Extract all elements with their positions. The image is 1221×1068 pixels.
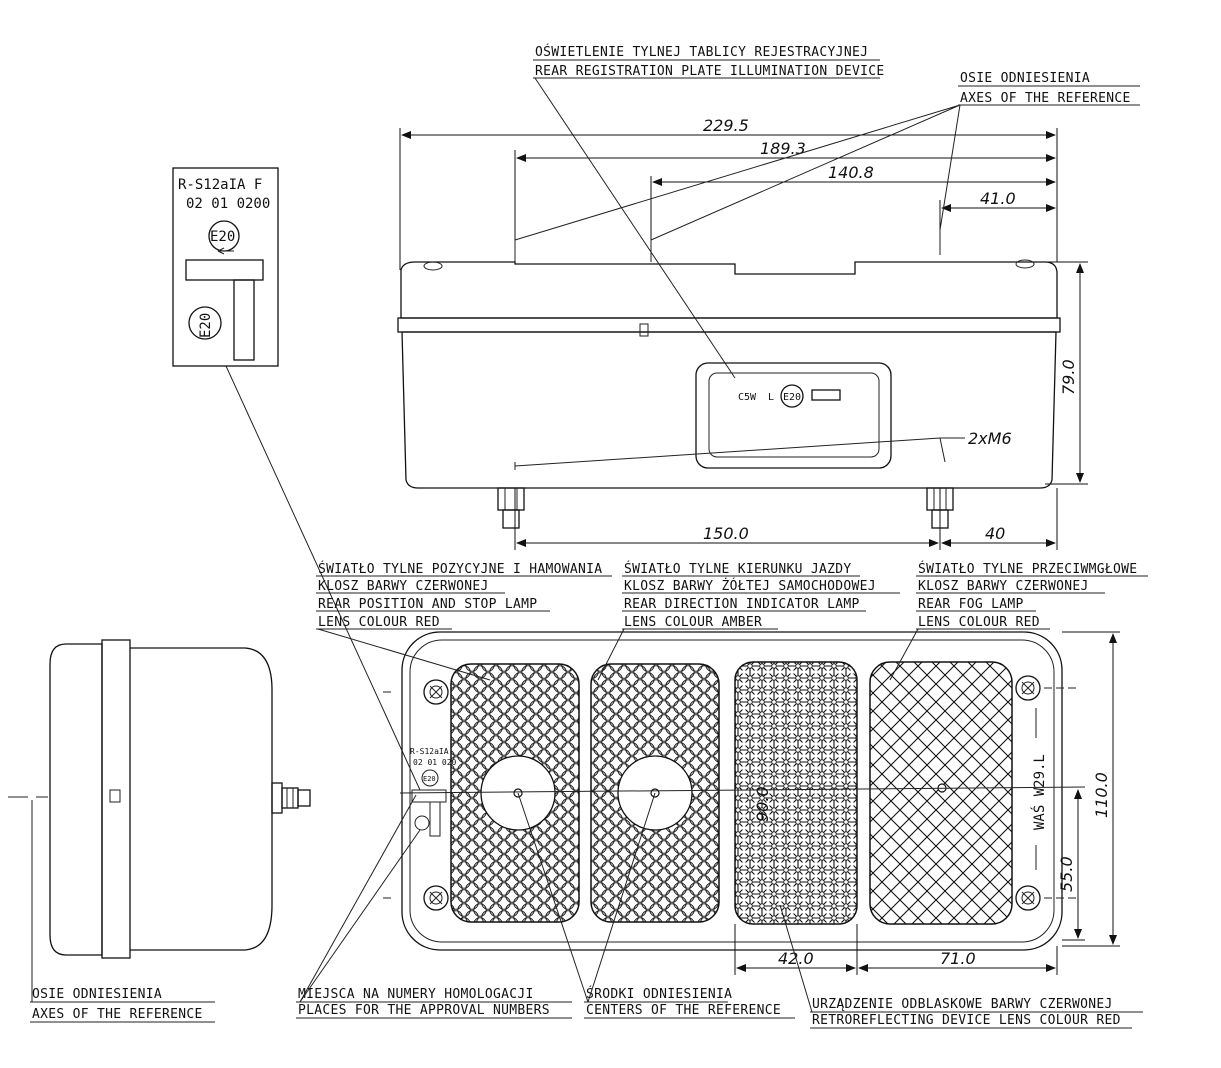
svg-text:REAR POSITION AND STOP LAMP: REAR POSITION AND STOP LAMP <box>318 597 537 612</box>
dim-90: 90.0 <box>753 786 772 822</box>
svg-text:ŚWIATŁO TYLNE POZYCYJNE I HAMO: ŚWIATŁO TYLNE POZYCYJNE I HAMOWANIA <box>318 561 602 577</box>
svg-text:R-S12aIA: R-S12aIA <box>410 747 449 756</box>
svg-text:R-S12aIA F: R-S12aIA F <box>178 177 262 193</box>
e-mark-box: E20 <box>210 229 235 245</box>
label-fog-lamp: ŚWIATŁO TYLNE PRZECIWMGŁOWE KLOSZ BARWY … <box>889 561 1148 681</box>
svg-text:KLOSZ BARWY ŻÓŁTEJ SAMOCHODOWE: KLOSZ BARWY ŻÓŁTEJ SAMOCHODOWEJ <box>624 578 876 594</box>
svg-text:OSIE ODNIESIENIA: OSIE ODNIESIENIA <box>960 71 1090 86</box>
svg-text:RETROREFLECTING DEVICE LENS CO: RETROREFLECTING DEVICE LENS COLOUR RED <box>812 1013 1121 1028</box>
svg-text:LENS COLOUR AMBER: LENS COLOUR AMBER <box>624 615 762 630</box>
dim-110: 110.0 <box>1092 772 1111 818</box>
e-mark-box-rot: E20 <box>198 313 214 338</box>
label-direction-indicator: ŚWIATŁO TYLNE KIERUNKU JAZDY KLOSZ BARWY… <box>597 561 900 681</box>
svg-text:02 01 020: 02 01 020 <box>413 758 457 767</box>
svg-text:AXES OF THE REFERENCE: AXES OF THE REFERENCE <box>960 91 1131 106</box>
svg-text:KLOSZ BARWY CZERWONEJ: KLOSZ BARWY CZERWONEJ <box>318 579 489 594</box>
screw-hole-tl <box>423 679 449 705</box>
svg-text:E20: E20 <box>423 775 436 783</box>
dim-229: 229.5 <box>703 116 749 135</box>
dim-71: 71.0 <box>940 949 976 968</box>
svg-text:ŚRODKI ODNIESIENIA: ŚRODKI ODNIESIENIA <box>586 986 732 1002</box>
model-mark: WAŚ W29.L <box>1030 754 1048 830</box>
label-position-stop: ŚWIATŁO TYLNE POZYCYJNE I HAMOWANIA KLOS… <box>316 561 612 681</box>
lens-fog <box>869 661 1013 925</box>
svg-text:KLOSZ BARWY CZERWONEJ: KLOSZ BARWY CZERWONEJ <box>918 579 1089 594</box>
dim-150: 150.0 <box>703 524 749 543</box>
label-axes-top: OSIE ODNIESIENIA AXES OF THE REFERENCE <box>514 71 1140 241</box>
bolt-left <box>497 487 525 529</box>
svg-text:ŚWIATŁO TYLNE KIERUNKU JAZDY: ŚWIATŁO TYLNE KIERUNKU JAZDY <box>624 561 852 577</box>
svg-text:OŚWIETLENIE TYLNEJ TABLICY REJ: OŚWIETLENIE TYLNEJ TABLICY REJESTRACYJNE… <box>535 44 868 60</box>
front-approval-marking: R-S12aIA 02 01 020 E20 <box>410 747 457 837</box>
front-dimensions: 110.0 55.0 90.0 42.0 71.0 <box>734 631 1120 975</box>
svg-text:MIEJSCA NA NUMERY HOMOLOGACJI: MIEJSCA NA NUMERY HOMOLOGACJI <box>298 987 534 1002</box>
front-view: R-S12aIA 02 01 020 E20 WAŚ W29.L <box>383 631 1086 951</box>
top-dimensions: 229.5 189.3 140.8 41.0 79.0 150.0 40 2xM… <box>399 116 1088 550</box>
screw-hole-bl <box>423 885 449 911</box>
side-mark: L <box>768 392 774 403</box>
marking-box: R-S12aIA F 02 01 0200 E20 E20 <box>172 167 421 791</box>
lens-position-stop <box>450 663 580 923</box>
svg-text:URZĄDZENIE ODBLASKOWE BARWY CZ: URZĄDZENIE ODBLASKOWE BARWY CZERWONEJ <box>812 997 1113 1012</box>
svg-text:LENS COLOUR RED: LENS COLOUR RED <box>318 615 440 630</box>
marking-plate <box>695 362 892 469</box>
dim-55: 55.0 <box>1057 856 1076 892</box>
dim-79: 79.0 <box>1059 359 1078 395</box>
screw-hole-br <box>1015 885 1041 911</box>
screw-hole-tr <box>1015 675 1041 701</box>
svg-text:LENS COLOUR RED: LENS COLOUR RED <box>918 615 1040 630</box>
dim-41: 41.0 <box>980 189 1016 208</box>
svg-text:REAR FOG LAMP: REAR FOG LAMP <box>918 597 1024 612</box>
top-view: C5W L E20 <box>397 230 1061 529</box>
dim-189: 189.3 <box>760 139 806 158</box>
lens-retroreflector <box>734 661 858 925</box>
label-axes-bottom: OSIE ODNIESIENIA AXES OF THE REFERENCE <box>30 800 215 1023</box>
label-approval-numbers: MIEJSCA NA NUMERY HOMOLOGACJI PLACES FOR… <box>296 794 572 1019</box>
e-mark-top: E20 <box>783 392 801 403</box>
label-centers-reference: ŚRODKI ODNIESIENIA CENTERS OF THE REFERE… <box>517 792 795 1019</box>
svg-text:CENTERS OF THE REFERENCE: CENTERS OF THE REFERENCE <box>586 1003 781 1018</box>
svg-text:02 01 0200: 02 01 0200 <box>186 196 270 212</box>
side-view <box>8 639 311 959</box>
dim-140: 140.8 <box>828 163 874 182</box>
dim-m6: 2xM6 <box>968 429 1012 448</box>
svg-text:PLACES FOR THE APPROVAL NUMBER: PLACES FOR THE APPROVAL NUMBERS <box>298 1003 550 1018</box>
label-plate-illumination: OŚWIETLENIE TYLNEJ TABLICY REJESTRACYJNE… <box>533 44 884 379</box>
bulb-type: C5W <box>738 392 757 403</box>
svg-text:OSIE ODNIESIENIA: OSIE ODNIESIENIA <box>32 987 162 1002</box>
svg-text:REAR REGISTRATION PLATE ILLUMI: REAR REGISTRATION PLATE ILLUMINATION DEV… <box>535 64 884 79</box>
dim-40: 40 <box>985 524 1005 543</box>
svg-text:REAR DIRECTION INDICATOR LAMP: REAR DIRECTION INDICATOR LAMP <box>624 597 860 612</box>
svg-text:AXES OF THE REFERENCE: AXES OF THE REFERENCE <box>32 1007 203 1022</box>
svg-text:ŚWIATŁO TYLNE PRZECIWMGŁOWE: ŚWIATŁO TYLNE PRZECIWMGŁOWE <box>918 561 1137 577</box>
label-retroreflector: URZĄDZENIE ODBLASKOWE BARWY CZERWONEJ RE… <box>779 904 1143 1029</box>
